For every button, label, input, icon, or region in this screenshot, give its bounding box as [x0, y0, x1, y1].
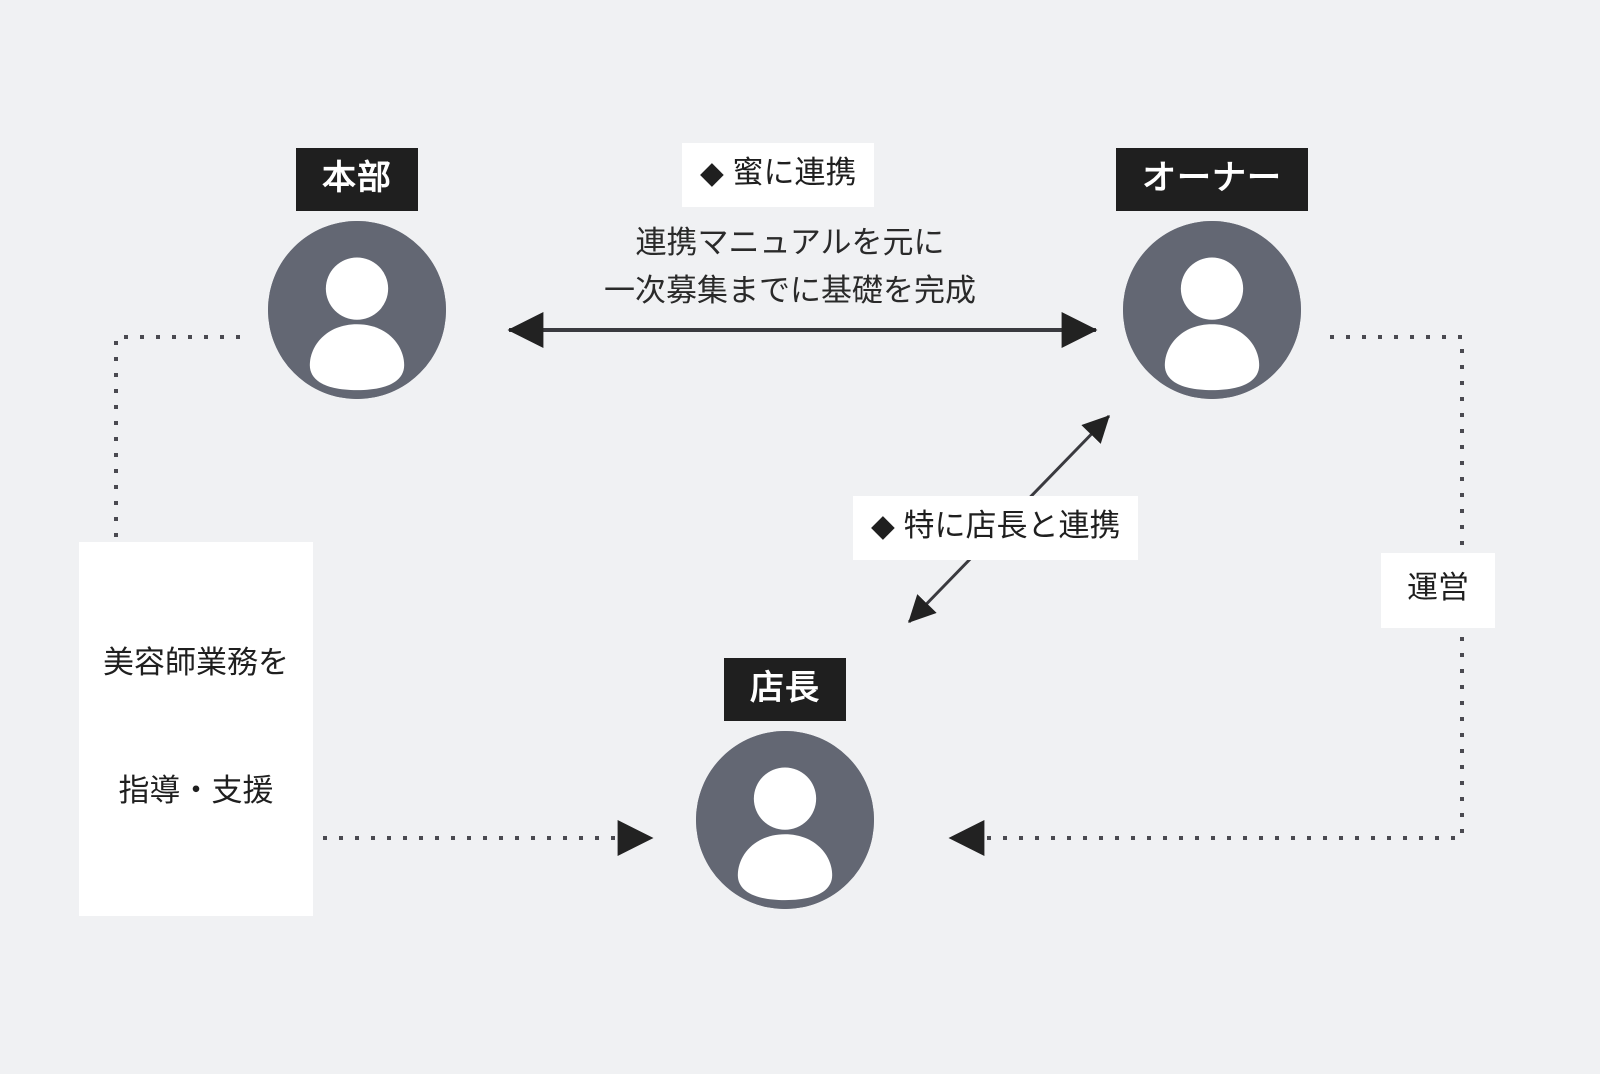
node-headquarters-label: 本部 — [296, 148, 418, 211]
node-headquarters[interactable]: 本部 — [268, 148, 446, 410]
person-avatar-icon — [696, 731, 874, 909]
connector-caption-hq-owner-line1: 連携マニュアルを元に — [635, 225, 945, 260]
node-manager[interactable]: 店長 — [696, 658, 874, 920]
connector-label-hq-manager-line2: 指導・支援 — [118, 772, 274, 808]
node-manager-label: 店長 — [724, 658, 846, 721]
connector-label-hq-manager-line1: 美容師業務を — [103, 644, 289, 680]
connector-label-hq-manager: 美容師業務を 指導・支援 — [79, 542, 313, 917]
person-avatar-icon — [268, 221, 446, 399]
connector-label-hq-owner-badge: ◆ 蜜に連携 — [682, 143, 875, 207]
node-owner-label: オーナー — [1116, 148, 1308, 211]
connector-label-owner-manager-badge: ◆ 特に店長と連携 — [853, 496, 1139, 560]
connector-label-owner-manager-dotted: 運営 — [1381, 553, 1495, 628]
connector-caption-hq-owner-line2: 一次募集までに基礎を完成 — [604, 273, 976, 308]
person-avatar-icon — [1123, 221, 1301, 399]
node-owner[interactable]: オーナー — [1116, 148, 1308, 410]
connector-owner-manager-dotted — [948, 335, 1464, 856]
